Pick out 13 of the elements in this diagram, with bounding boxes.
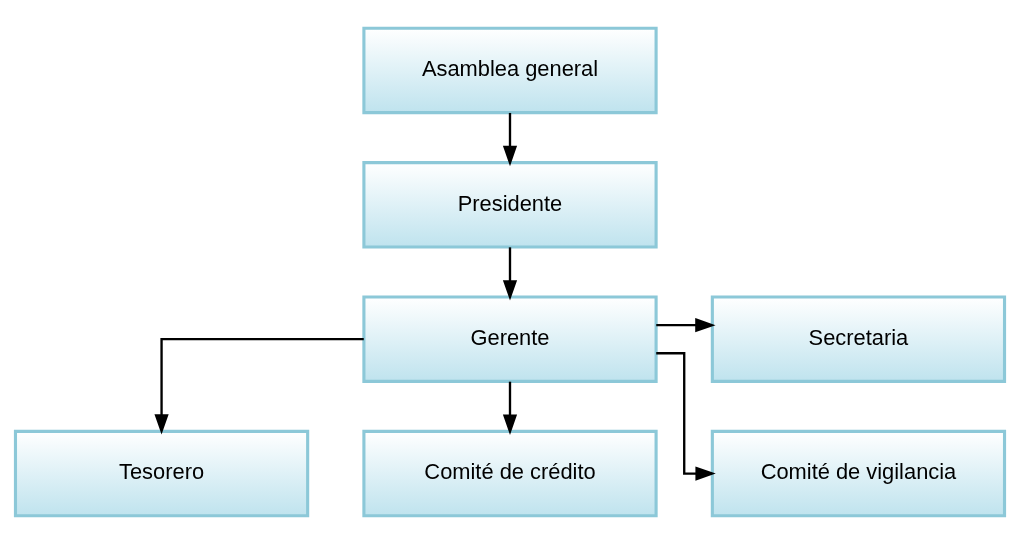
arrow <box>502 112 517 167</box>
arrow <box>655 352 716 481</box>
node-box: Gerente <box>361 295 658 383</box>
arrow <box>153 338 364 435</box>
node-box: Comité de vigilancia <box>710 429 1006 518</box>
node-box: Asamblea general <box>361 26 658 115</box>
node-box: Presidente <box>361 161 658 249</box>
node-box: Secretaria <box>710 295 1006 383</box>
node-box: Comité de crédito <box>361 429 658 518</box>
arrow <box>655 318 716 333</box>
node-box: Tesorero <box>13 429 309 518</box>
arrow <box>502 381 517 435</box>
arrow <box>502 247 517 301</box>
